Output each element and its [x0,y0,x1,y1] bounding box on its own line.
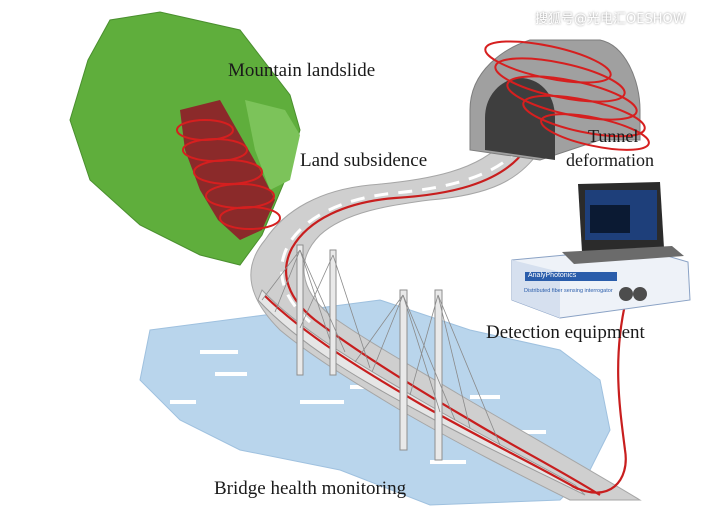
device-model: Distributed fiber sensing interrogator [524,288,613,294]
bridge-pylons [296,244,443,461]
tunnel [469,39,650,161]
label-mountain-landslide: Mountain landslide [228,60,376,81]
label-bridge-health: Bridge health monitoring [214,478,407,499]
watermark-text: 搜狐号@光电汇OESHOW [535,12,686,27]
landslide-zone [180,100,275,240]
label-tunnel-line2: deformation [566,150,654,170]
device-brand: AnalyPhotonics [528,272,577,279]
label-detection-equipment: Detection equipment [486,322,645,343]
mountain [69,11,301,266]
laptop [562,182,684,264]
detection-equipment [511,247,691,319]
label-land-subsidence: Land subsidence [300,150,428,171]
road [250,139,642,501]
fiber-cable [571,299,628,494]
label-tunnel-line1: Tunnel [588,126,639,146]
bridge [257,244,586,496]
